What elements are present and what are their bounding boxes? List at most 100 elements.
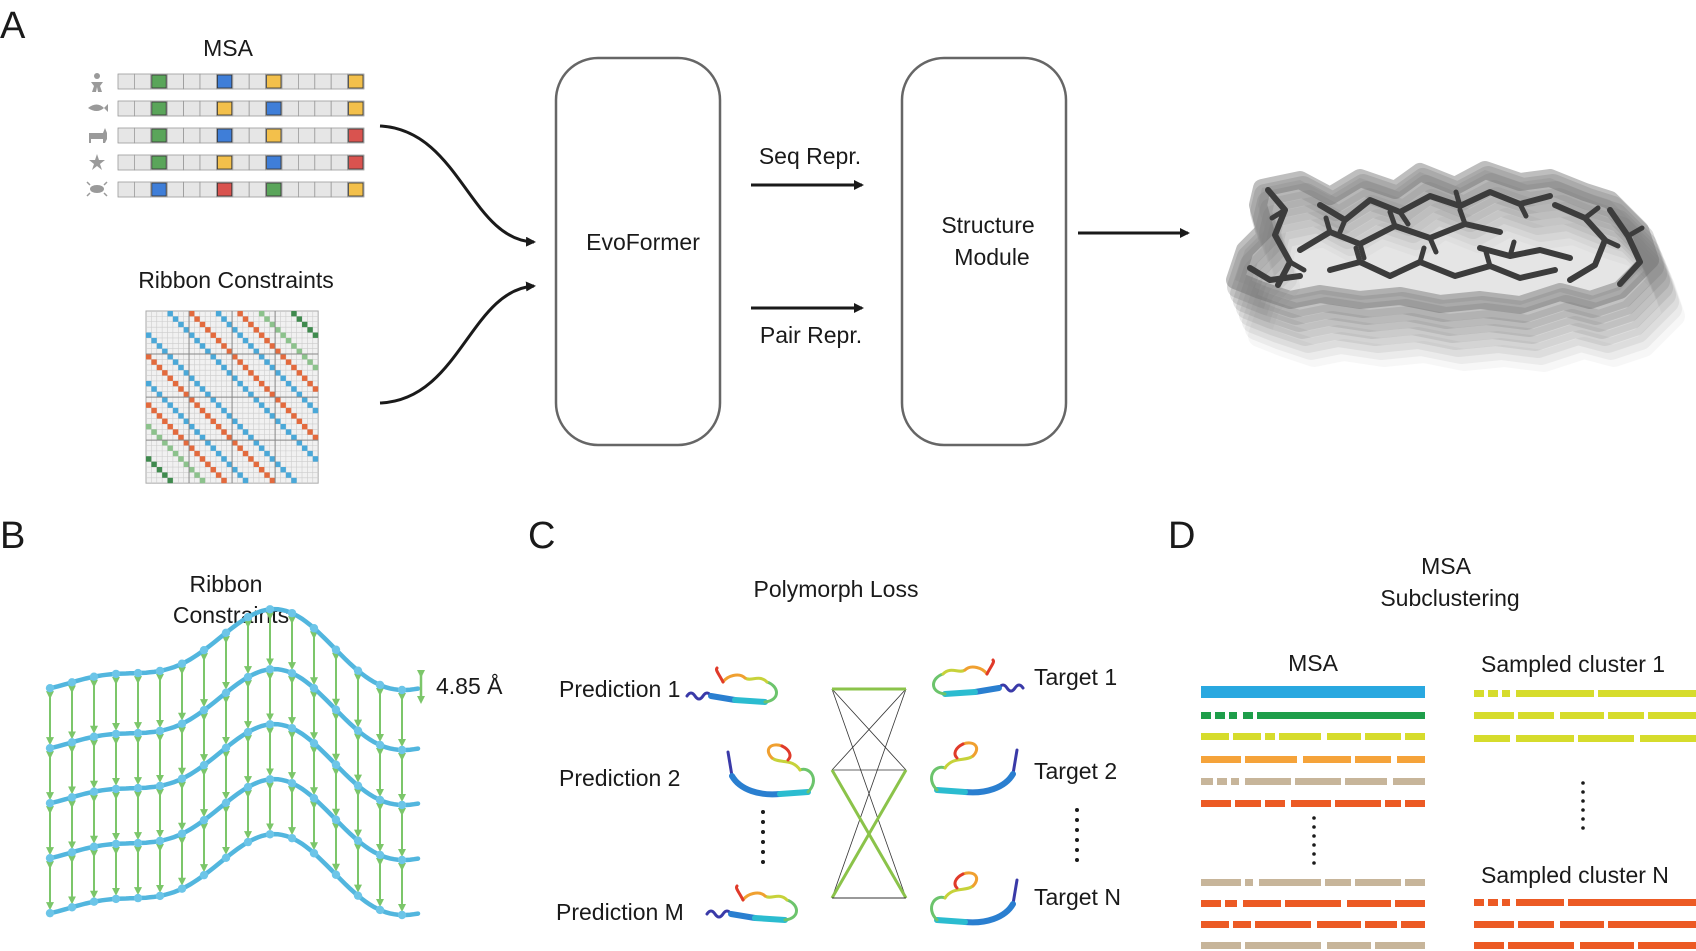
constraint-cell <box>296 391 303 398</box>
msa-cell <box>248 154 266 171</box>
structure-module-label-line1: Structure <box>941 212 1034 238</box>
sequence-segment <box>1518 921 1554 928</box>
constraint-cell <box>237 472 243 478</box>
constraint-cell <box>248 434 254 441</box>
ribbon-node <box>397 685 407 695</box>
ribbon-node <box>309 624 319 633</box>
prediction-2-structure <box>726 743 815 798</box>
fibril-chain <box>1265 187 1293 288</box>
constraint-cell <box>232 467 238 473</box>
species-icons <box>86 73 108 197</box>
constraint-cell <box>226 370 233 376</box>
constraint-cell <box>221 316 227 322</box>
constraint-cell <box>275 348 281 355</box>
sequence-segment <box>1257 712 1425 719</box>
fibril-sidechain <box>1457 207 1468 227</box>
peptide-segment <box>766 743 784 760</box>
spacing-label: 4.85 Å <box>436 672 503 699</box>
constraint-cell <box>302 354 308 360</box>
constraint-cell <box>151 337 157 344</box>
constraint-cell <box>156 467 163 473</box>
constraint-cell <box>178 434 184 441</box>
sequence-segment <box>1317 921 1361 928</box>
msa-residue <box>266 155 282 170</box>
sequence-segment <box>1233 733 1261 740</box>
peptide-segment <box>942 689 978 697</box>
constraint-cell <box>237 311 243 317</box>
structure-module-box <box>900 56 1068 447</box>
sequence-segment <box>1355 756 1391 763</box>
constraint-cell <box>296 348 303 355</box>
ribbon-node <box>133 783 143 793</box>
prediction-2-label: Prediction 2 <box>559 765 680 791</box>
ribbon-node <box>243 782 253 792</box>
msa-residue <box>266 128 282 143</box>
constraint-cell <box>189 467 195 473</box>
constraint-cell <box>199 407 206 414</box>
ribbon-node <box>331 705 341 714</box>
ribbon-node <box>221 798 231 808</box>
constraint-cell <box>312 364 319 371</box>
panel-c: C Polymorph Loss Prediction 1 Prediction… <box>528 515 1121 926</box>
constraint-cell <box>167 402 173 408</box>
sequence-segment <box>1502 690 1510 697</box>
peptide-segment <box>1011 878 1019 906</box>
ribbon-node <box>221 688 231 698</box>
constraint-cell <box>302 423 308 430</box>
sequence-segment <box>1325 879 1351 886</box>
target-1-structure <box>932 658 1025 697</box>
constraint-cell <box>242 364 249 371</box>
ribbon-node <box>397 855 407 865</box>
constraint-cell <box>210 418 216 424</box>
constraint-cell <box>258 445 265 451</box>
msa-sequence <box>1201 733 1425 740</box>
constraint-cell <box>215 359 222 365</box>
constraint-cell <box>264 316 270 322</box>
constraint-cell <box>275 327 281 333</box>
peptide-segment <box>943 884 975 900</box>
msa-residue <box>151 128 167 143</box>
constraint-cell <box>258 402 265 408</box>
sequence-segment <box>1259 879 1321 886</box>
constraint-cell <box>291 343 297 349</box>
sequence-segment <box>1225 900 1237 907</box>
ribbon-node <box>375 905 385 915</box>
constraint-cell <box>253 440 259 446</box>
msa-cell <box>232 181 250 198</box>
msa-cell <box>248 73 266 90</box>
constraint-cell <box>199 321 206 328</box>
fibril-layer <box>1227 166 1664 323</box>
peptide-structures <box>685 658 1025 926</box>
constraint-cell <box>269 364 276 371</box>
msa-cell <box>248 100 266 117</box>
sequence-segment <box>1245 942 1321 949</box>
constraint-cell <box>205 348 211 355</box>
constraint-cell <box>226 461 233 468</box>
ribbon-node <box>265 605 275 614</box>
constraint-cell <box>285 407 292 414</box>
ribbon-node <box>111 839 121 849</box>
msa-cell <box>199 181 217 198</box>
ribbon-node <box>331 645 341 654</box>
msa-cell <box>281 100 299 117</box>
ribbon-node <box>67 793 77 802</box>
sequence-segment <box>1201 733 1229 740</box>
matching-lines <box>830 687 908 899</box>
msa-cell <box>314 181 332 198</box>
constraint-cell <box>215 472 222 478</box>
ribbon-node <box>331 870 341 879</box>
prediction-m-label: Prediction M <box>556 899 684 925</box>
ribbon-node <box>67 903 77 912</box>
constraint-cell <box>307 380 313 387</box>
constraint-cell <box>242 386 249 392</box>
ribbon-node <box>287 723 297 733</box>
constraint-cell <box>275 461 281 468</box>
constraint-cell <box>205 391 211 398</box>
sequence-segment <box>1245 879 1253 886</box>
constraint-cell <box>291 311 297 317</box>
constraint-cell <box>194 316 200 322</box>
sequence-segment <box>1345 778 1387 785</box>
msa-cell <box>183 100 201 117</box>
prediction-m-structure <box>705 884 798 923</box>
constraint-cell <box>291 434 297 441</box>
